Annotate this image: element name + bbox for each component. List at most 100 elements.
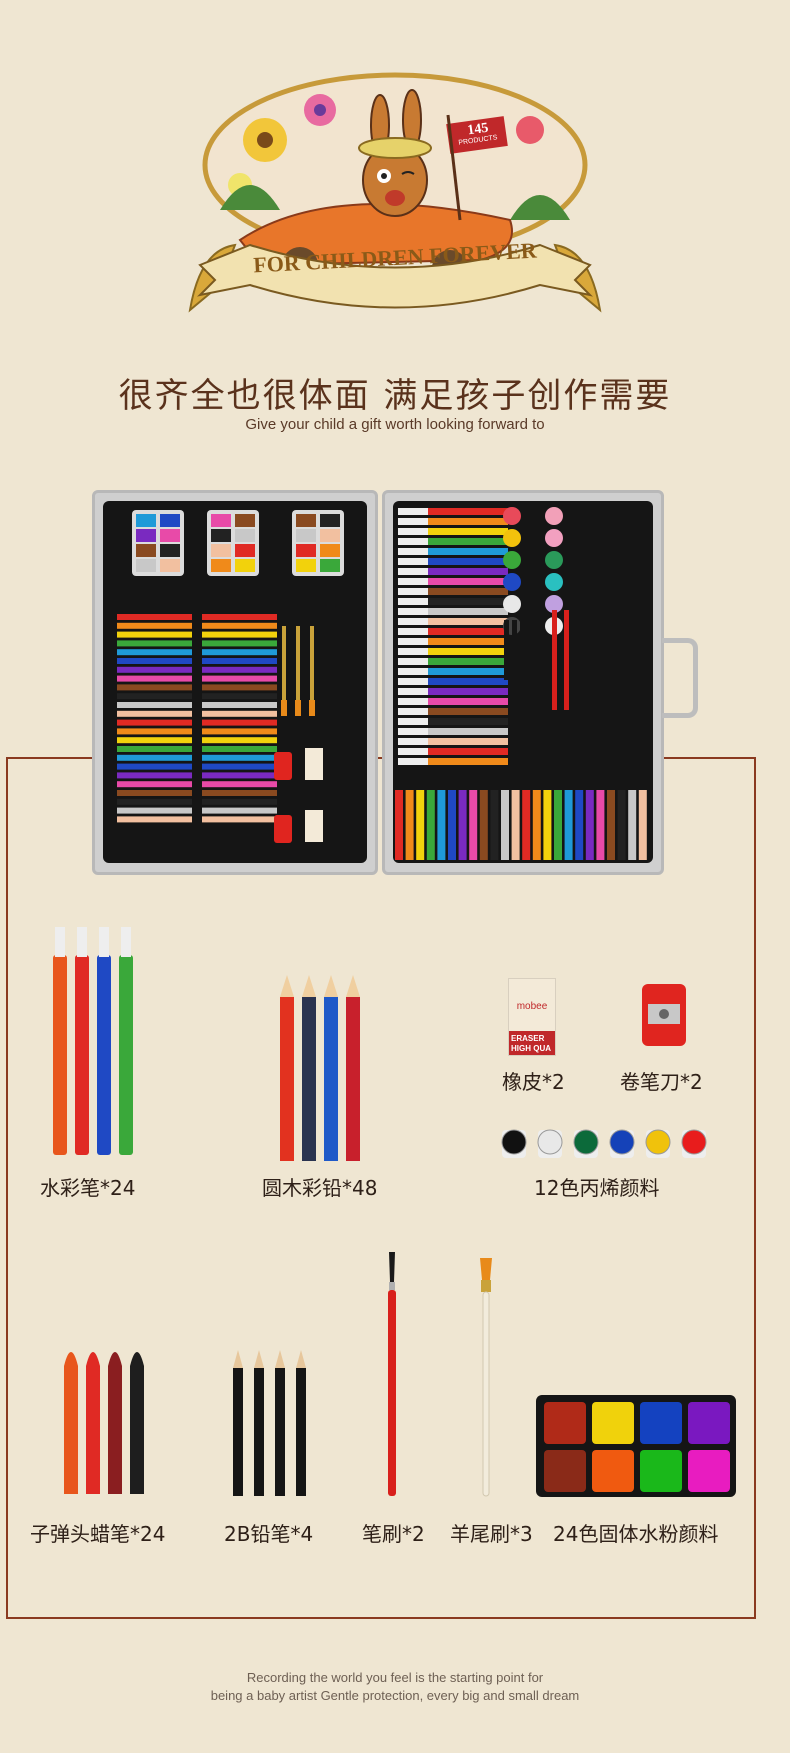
case-pencil <box>202 772 277 779</box>
case-marker-cap <box>398 538 428 545</box>
footer-line-1: Recording the world you feel is the star… <box>246 1670 544 1685</box>
case-brush-red <box>564 610 569 710</box>
case-palette-cake <box>160 544 180 557</box>
label-brush: 笔刷*2 <box>362 1522 425 1546</box>
case-pencil <box>117 816 192 823</box>
case-marker <box>398 548 508 555</box>
label-pencils: 圆木彩铅*48 <box>262 1176 378 1200</box>
case-palette-cake <box>320 559 340 572</box>
case-marker <box>398 608 508 615</box>
case-handle <box>662 638 698 718</box>
paint-cake <box>640 1402 682 1444</box>
case-crayon <box>490 790 499 860</box>
case-brush-tip <box>295 700 301 716</box>
case-sharpener <box>274 752 292 780</box>
case-marker-cap <box>398 618 428 625</box>
case-pencil <box>202 640 277 647</box>
case-crayon <box>585 790 594 860</box>
case-pencil <box>117 649 192 656</box>
case-pencil <box>117 675 192 682</box>
case-palette-cake <box>320 514 340 527</box>
case-marker <box>398 528 508 535</box>
case-brush-tip <box>309 700 315 716</box>
case-pencil <box>117 631 192 638</box>
case-palette-cake <box>211 529 231 542</box>
case-brush <box>296 626 300 716</box>
case-crayon <box>522 790 531 860</box>
case-crayon <box>575 790 584 860</box>
case-pencil <box>202 807 277 814</box>
case-marker <box>398 738 508 745</box>
label-eraser: 橡皮*2 <box>502 1070 565 1094</box>
case-pencil <box>202 684 277 691</box>
case-marker <box>398 518 508 525</box>
case-brush-tip <box>281 700 287 716</box>
case-brush-red <box>552 610 557 710</box>
case-paint-pot <box>503 595 521 613</box>
case-pencil <box>202 658 277 664</box>
case-graphite <box>520 620 525 680</box>
pencils-image <box>280 975 360 1161</box>
case-crayon <box>532 790 541 860</box>
banner-art <box>188 72 602 313</box>
case-marker-cap <box>398 508 428 515</box>
case-pencil <box>202 649 277 656</box>
paint-cap <box>501 1129 527 1155</box>
case-marker <box>398 628 508 635</box>
case-palette-cake <box>160 559 180 572</box>
case-crayon <box>395 790 403 860</box>
case-crayon <box>405 790 414 860</box>
case-marker-cap <box>398 708 428 715</box>
case-marker-cap <box>398 728 428 735</box>
case-paint-pot <box>503 529 521 547</box>
case-marker <box>398 618 508 625</box>
case-marker-cap <box>398 548 428 555</box>
case-paint-pot <box>545 507 563 525</box>
case-marker-cap <box>398 598 428 605</box>
case-graphite <box>528 620 533 680</box>
label-gouache: 24色固体水粉颜料 <box>553 1522 719 1546</box>
case-marker <box>398 748 508 755</box>
case-pencil <box>117 807 192 814</box>
case-marker <box>398 588 508 595</box>
label-acrylic: 12色丙烯颜料 <box>534 1176 660 1200</box>
case-marker <box>398 558 508 565</box>
eraser-text2: HIGH QUA <box>511 1044 551 1053</box>
case-palette-cake <box>296 514 316 527</box>
case-paint-pot <box>545 529 563 547</box>
case-marker-cap <box>398 648 428 655</box>
case-marker-cap <box>398 758 428 765</box>
case-palette-cake <box>211 544 231 557</box>
case-pencil <box>117 798 192 805</box>
eraser-brand: mobee <box>516 1001 548 1012</box>
paint-cap <box>645 1129 671 1155</box>
case-crayon <box>416 790 425 860</box>
case-pencil <box>202 614 277 620</box>
label-goat-brush: 羊尾刷*3 <box>450 1522 533 1546</box>
case-marker <box>398 708 508 715</box>
case-marker-cap <box>398 588 428 595</box>
case-palette-cake <box>136 544 156 557</box>
case-pencil <box>202 728 277 735</box>
case-marker-cap <box>398 678 428 685</box>
case-crayon <box>543 790 552 860</box>
paint-cap <box>537 1129 563 1155</box>
case-pencil <box>202 631 277 638</box>
goat-brush-image <box>480 1258 492 1497</box>
case-pencil <box>202 693 277 700</box>
case-marker <box>398 718 508 725</box>
case-marker-cap <box>398 608 428 615</box>
markers-image <box>53 927 133 1155</box>
case-marker-cap <box>398 738 428 745</box>
case-marker <box>398 688 508 695</box>
case-crayon <box>437 790 446 860</box>
case-pencil <box>202 790 277 796</box>
case-graphite <box>504 620 509 680</box>
case-palette-cake <box>136 529 156 542</box>
case-crayon <box>617 790 626 860</box>
case-marker-cap <box>398 528 428 535</box>
case-marker <box>398 728 508 735</box>
case-marker-cap <box>398 518 428 525</box>
case-pencil <box>117 684 192 691</box>
case-marker <box>398 638 508 645</box>
